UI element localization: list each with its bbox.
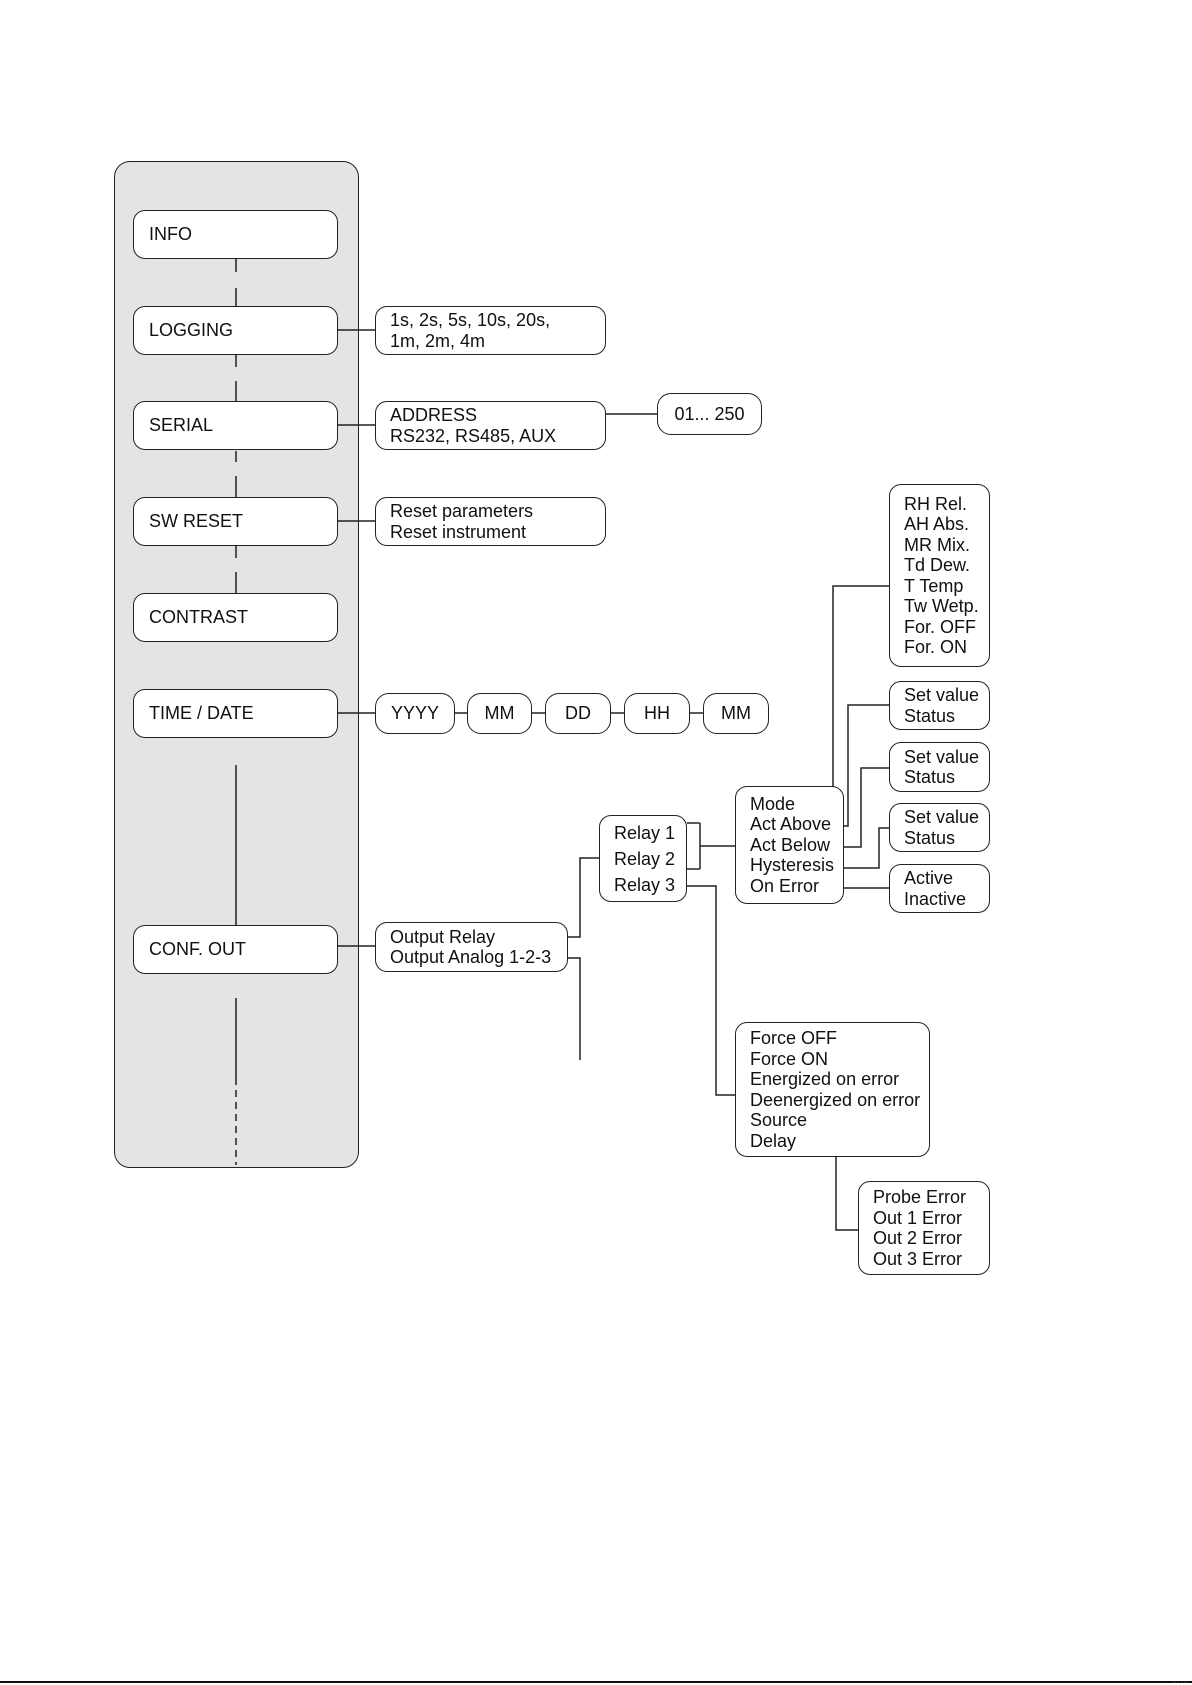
output-analog-option: Output Analog 1-2-3 xyxy=(390,947,552,967)
energized-on-error-option: Energized on error xyxy=(750,1069,900,1089)
hysteresis-options-box[interactable]: Set value Status xyxy=(889,803,990,852)
relay3-options-box[interactable]: Force OFF Force ON Energized on error De… xyxy=(735,1022,930,1157)
serial-options-box[interactable]: ADDRESS RS232, RS485, AUX xyxy=(375,401,606,450)
act-below-options-box[interactable]: Set value Status xyxy=(889,742,990,792)
mode-option: RH Rel. xyxy=(904,493,968,514)
set-value-option: Set value xyxy=(904,746,980,767)
menu-item-label: LOGGING xyxy=(149,320,234,341)
force-off-option: Force OFF xyxy=(750,1028,838,1048)
menu-item-serial[interactable]: SERIAL xyxy=(133,401,338,450)
out-1-error-option: Out 1 Error xyxy=(873,1207,963,1228)
deenergized-on-error-option: Deenergized on error xyxy=(750,1089,921,1110)
probe-error-option: Probe Error xyxy=(873,1187,967,1207)
menu-item-label: SW RESET xyxy=(149,511,244,532)
serial-ports-option: RS232, RS485, AUX xyxy=(390,425,557,446)
set-value-option: Set value xyxy=(904,685,980,705)
reset-parameters-option: Reset parameters xyxy=(390,501,534,521)
page-footer-text: ... ... xyxy=(1172,1676,1188,1685)
source-options-box[interactable]: Probe Error Out 1 Error Out 2 Error Out … xyxy=(858,1181,990,1275)
menu-item-label: CONF. OUT xyxy=(149,939,246,960)
time-date-field-label: MM xyxy=(721,703,751,724)
mode-option: T Temp xyxy=(904,575,964,596)
time-date-field-label: DD xyxy=(565,703,591,724)
mode-option: AH Abs. xyxy=(904,514,970,534)
time-date-field-label: MM xyxy=(484,703,515,724)
logging-intervals-line: 1s, 2s, 5s, 10s, 20s, xyxy=(390,310,551,330)
relay-3-item: Relay 3 xyxy=(614,874,676,895)
menu-item-info[interactable]: INFO xyxy=(133,210,338,259)
logging-intervals-line: 1m, 2m, 4m xyxy=(390,330,486,351)
on-error-setting: On Error xyxy=(750,875,820,896)
reset-options-box[interactable]: Reset parameters Reset instrument xyxy=(375,497,606,546)
address-range-box[interactable]: 01... 250 xyxy=(657,393,762,435)
relay-2-item: Relay 2 xyxy=(614,848,676,869)
time-date-field-label: YYYY xyxy=(390,703,440,724)
page-footer-rule xyxy=(0,1681,1192,1683)
out-2-error-option: Out 2 Error xyxy=(873,1228,963,1248)
status-option: Status xyxy=(904,767,956,787)
menu-item-time-date[interactable]: TIME / DATE xyxy=(133,689,338,738)
menu-item-label: SERIAL xyxy=(149,415,214,436)
mode-option: Tw Wetp. xyxy=(904,596,979,616)
time-date-field-month[interactable]: MM xyxy=(467,693,532,734)
mode-options-box[interactable]: RH Rel. AH Abs. MR Mix. Td Dew. T Temp T… xyxy=(889,484,990,667)
time-date-field-year[interactable]: YYYY xyxy=(375,693,455,734)
logging-options-box[interactable]: 1s, 2s, 5s, 10s, 20s, 1m, 2m, 4m xyxy=(375,306,606,355)
address-range-value: 01... 250 xyxy=(674,403,745,424)
out-3-error-option: Out 3 Error xyxy=(873,1248,963,1269)
time-date-field-hour[interactable]: HH xyxy=(624,693,690,734)
relays-box[interactable]: Relay 1 Relay 2 Relay 3 xyxy=(599,815,687,902)
serial-address-option: ADDRESS xyxy=(390,405,478,425)
hysteresis-setting: Hysteresis xyxy=(750,855,835,876)
status-option: Status xyxy=(904,705,956,726)
relay-1-item: Relay 1 xyxy=(614,822,676,843)
force-on-option: Force ON xyxy=(750,1048,829,1069)
inactive-option: Inactive xyxy=(904,888,967,909)
active-option: Active xyxy=(904,868,954,888)
time-date-field-label: HH xyxy=(644,703,670,724)
menu-item-label: TIME / DATE xyxy=(149,703,254,724)
menu-item-logging[interactable]: LOGGING xyxy=(133,306,338,355)
source-option: Source xyxy=(750,1110,808,1130)
menu-item-sw-reset[interactable]: SW RESET xyxy=(133,497,338,546)
on-error-options-box[interactable]: Active Inactive xyxy=(889,864,990,913)
menu-item-label: INFO xyxy=(149,224,192,245)
status-option: Status xyxy=(904,827,956,848)
output-relay-option: Output Relay xyxy=(390,926,496,947)
menu-item-conf-out[interactable]: CONF. OUT xyxy=(133,925,338,974)
mode-option: MR Mix. xyxy=(904,534,970,555)
menu-item-label: CONTRAST xyxy=(149,607,248,628)
relay-settings-box[interactable]: Mode Act Above Act Below Hysteresis On E… xyxy=(735,786,844,904)
mode-setting: Mode xyxy=(750,793,796,814)
act-above-setting: Act Above xyxy=(750,814,832,835)
delay-option: Delay xyxy=(750,1130,797,1151)
mode-option: Td Dew. xyxy=(904,555,971,575)
mode-option: For. ON xyxy=(904,637,968,657)
conf-out-options-box[interactable]: Output Relay Output Analog 1-2-3 xyxy=(375,922,568,972)
mode-option: For. OFF xyxy=(904,616,976,637)
time-date-field-day[interactable]: DD xyxy=(545,693,611,734)
act-below-setting: Act Below xyxy=(750,834,831,855)
menu-item-contrast[interactable]: CONTRAST xyxy=(133,593,338,642)
time-date-field-minute[interactable]: MM xyxy=(703,693,769,734)
act-above-options-box[interactable]: Set value Status xyxy=(889,681,990,730)
set-value-option: Set value xyxy=(904,807,980,827)
reset-instrument-option: Reset instrument xyxy=(390,521,527,542)
